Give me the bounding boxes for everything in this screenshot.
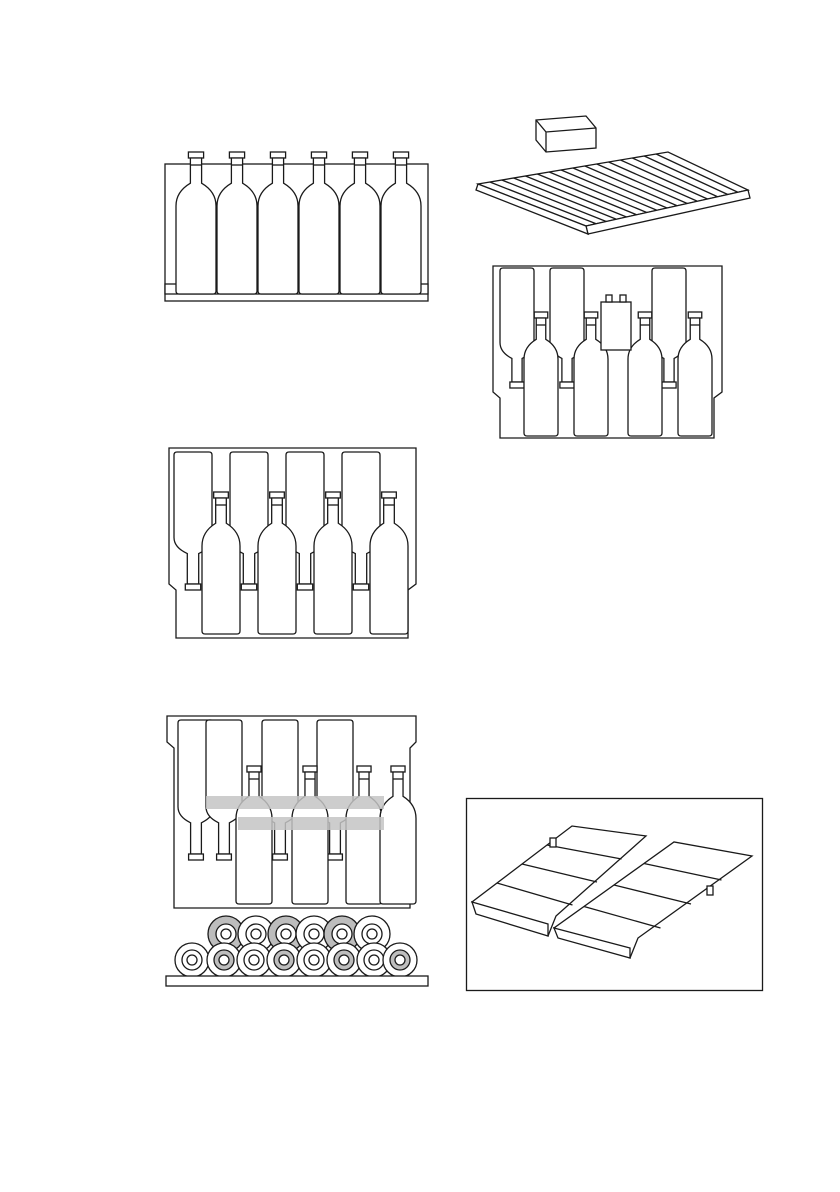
wire-shelf-with-storage-box-illustration <box>468 110 768 240</box>
shelf-inserts-figure <box>466 798 764 993</box>
wavy-shelf-inserts-illustration <box>466 798 764 993</box>
bottles-alternating-illustration <box>164 444 424 644</box>
stacked-bottles-figure <box>162 712 437 992</box>
alternating-bottles-figure <box>164 444 424 644</box>
bottles-upright-illustration <box>160 150 435 305</box>
alternating-bottles-with-box-figure <box>488 262 728 442</box>
upright-bottles-figure <box>160 150 435 305</box>
wire-shelf-figure <box>468 110 768 240</box>
bottles-alternating-with-box-illustration <box>488 262 728 442</box>
bottles-stacked-with-end-view-illustration <box>162 712 437 992</box>
